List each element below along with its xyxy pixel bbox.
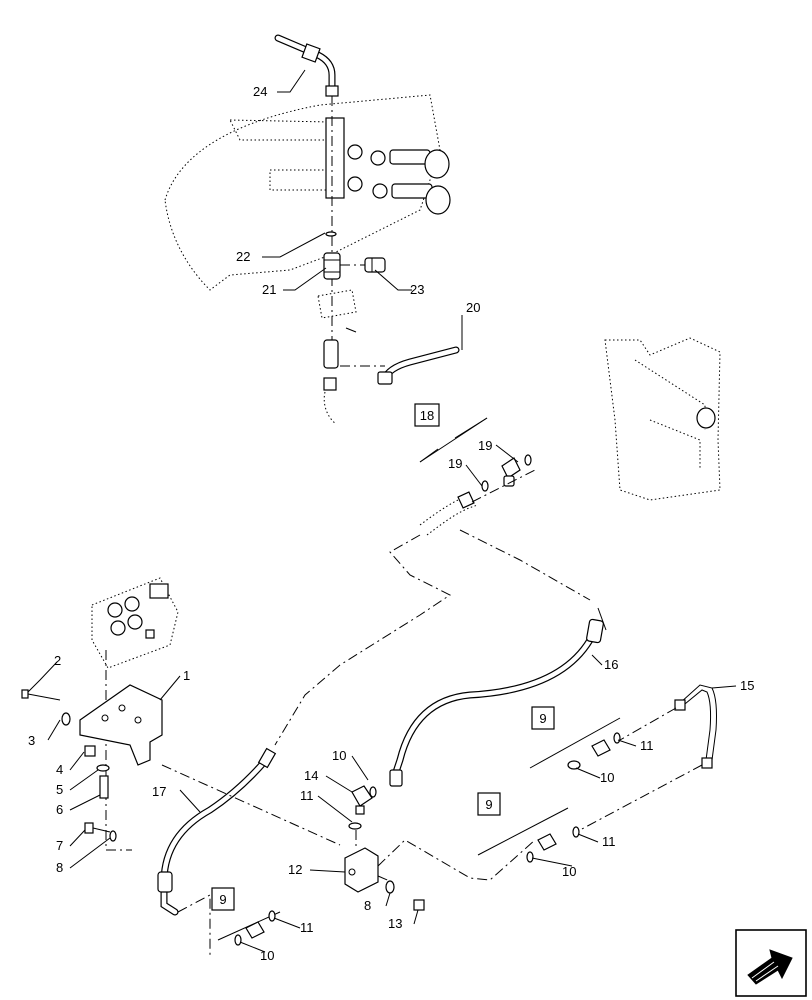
bolt-7 xyxy=(84,822,111,834)
control-valve-spool-lower xyxy=(347,176,451,215)
hydraulic-valve-block xyxy=(91,577,179,669)
control-valve-spool-upper xyxy=(347,144,450,179)
hose-17 xyxy=(157,747,277,916)
callout-15: 15 xyxy=(740,678,754,693)
callout-8-right: 8 xyxy=(364,898,371,913)
callout-box-9-middle: 9 xyxy=(477,792,501,816)
leader-lines xyxy=(27,69,737,953)
washer-5 xyxy=(96,764,110,772)
tractor-frame-right xyxy=(604,337,721,501)
hose-20 xyxy=(377,346,460,385)
callout-box-9-upper: 9 xyxy=(531,706,555,730)
callout-9-lower: 9 xyxy=(219,892,226,907)
callout-3: 3 xyxy=(28,733,35,748)
callout-9-middle: 9 xyxy=(485,797,492,812)
group-9-right-lower xyxy=(477,807,580,863)
o-ring-22 xyxy=(325,231,337,237)
callout-11-center: 11 xyxy=(300,788,314,803)
washer-8-left xyxy=(109,830,117,842)
callout-7: 7 xyxy=(56,838,63,853)
nut-4 xyxy=(84,745,96,757)
callout-8-left: 8 xyxy=(56,860,63,875)
callout-20: 20 xyxy=(466,300,480,315)
callout-10-lower: 10 xyxy=(260,948,274,963)
bolt-13 xyxy=(413,899,425,911)
callout-box-18: 18 xyxy=(414,403,440,427)
callout-6: 6 xyxy=(56,802,63,817)
callout-2: 2 xyxy=(54,653,61,668)
callout-box-9-lower: 9 xyxy=(211,887,235,911)
callout-11-right-upper: 11 xyxy=(640,738,654,753)
callout-13: 13 xyxy=(388,916,402,931)
callout-4: 4 xyxy=(56,762,63,777)
callout-18: 18 xyxy=(420,408,434,423)
bolt-6 xyxy=(99,775,109,799)
callout-9-upper: 9 xyxy=(539,711,546,726)
callout-22: 22 xyxy=(236,249,250,264)
callout-19-upper: 19 xyxy=(478,438,492,453)
callout-5: 5 xyxy=(56,782,63,797)
bracket-1 xyxy=(79,684,163,766)
callout-16: 16 xyxy=(604,657,618,672)
callout-10-right-upper: 10 xyxy=(600,770,614,785)
group-9-right-upper xyxy=(529,717,621,770)
fitting-19-tee xyxy=(481,454,532,492)
callout-10-right-lower: 10 xyxy=(562,864,576,879)
callout-19-lower: 19 xyxy=(448,456,462,471)
group-18 xyxy=(419,417,488,463)
tube-15 xyxy=(674,684,717,769)
callout-12: 12 xyxy=(288,862,302,877)
callout-24: 24 xyxy=(253,84,267,99)
junction-block-12 xyxy=(344,847,379,893)
callout-21: 21 xyxy=(262,282,276,297)
callout-17: 17 xyxy=(152,784,166,799)
upper-valve-assembly xyxy=(164,94,451,291)
washer-8-right xyxy=(385,880,395,894)
next-page-arrow-icon[interactable] xyxy=(735,929,807,997)
pipe-24 xyxy=(274,34,339,97)
bolt-2 xyxy=(21,689,61,701)
callout-1: 1 xyxy=(183,668,190,683)
fitting-23 xyxy=(364,257,386,273)
callout-23: 23 xyxy=(410,282,424,297)
callout-11-right-lower: 11 xyxy=(602,834,616,849)
elbow-fitting-14 xyxy=(351,785,377,815)
adapter-block xyxy=(317,289,357,425)
washer-3 xyxy=(61,712,71,726)
hose-assembly-center xyxy=(419,491,479,536)
tee-fitting-21 xyxy=(323,252,365,280)
callout-10-center: 10 xyxy=(332,748,346,763)
callout-14: 14 xyxy=(304,768,318,783)
hose-16 xyxy=(389,607,607,787)
callout-11-lower: 11 xyxy=(300,920,314,935)
group-9-bottom xyxy=(217,910,281,946)
o-ring-11-center xyxy=(348,822,362,830)
